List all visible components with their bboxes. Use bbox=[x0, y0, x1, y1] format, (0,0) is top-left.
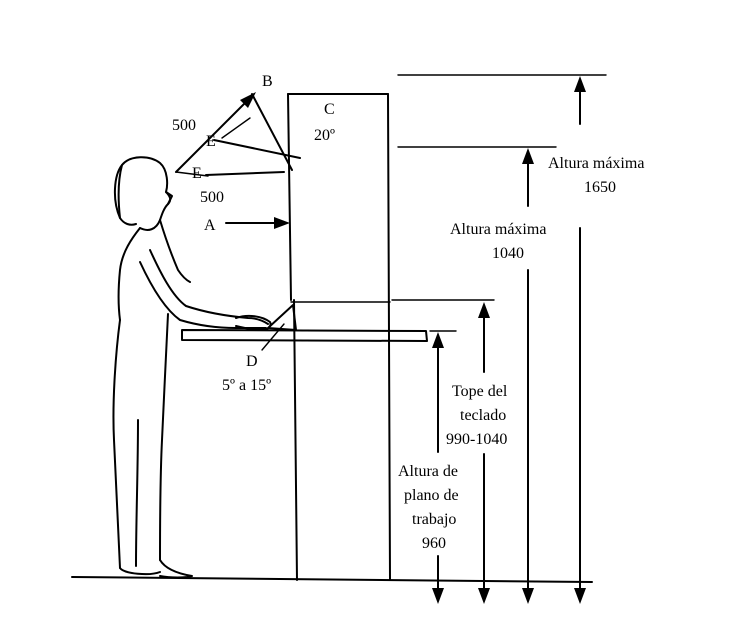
dim-keyboard-line3: 990-1040 bbox=[446, 431, 507, 448]
label-c: C bbox=[324, 101, 335, 118]
label-a: A bbox=[204, 217, 216, 234]
label-dist-lower: 500 bbox=[200, 189, 224, 206]
dim-1040-line1: Altura máxima bbox=[450, 221, 546, 238]
label-dist-upper: 500 bbox=[172, 117, 196, 134]
dimension-work-plane bbox=[429, 330, 457, 604]
dim-keyboard-line2: teclado bbox=[460, 407, 506, 424]
label-e-lower: E bbox=[192, 165, 202, 182]
equipment-cabinet bbox=[287, 93, 391, 581]
dimension-max-height-1040 bbox=[397, 146, 557, 604]
keyboard bbox=[267, 304, 297, 331]
dim-keyboard-line1: Tope del bbox=[452, 383, 508, 400]
dim-1650-line2: 1650 bbox=[584, 179, 616, 196]
dim-work-line3: trabajo bbox=[412, 511, 456, 528]
label-d: D bbox=[246, 353, 258, 370]
dim-work-line2: plano de bbox=[404, 487, 459, 504]
dim-work-line4: 960 bbox=[422, 535, 446, 552]
viewing-geometry bbox=[175, 92, 301, 177]
work-surface bbox=[181, 329, 428, 342]
marker-a-arrow bbox=[225, 217, 290, 229]
dimension-keyboard-top bbox=[391, 299, 495, 604]
dimension-max-height-1650 bbox=[397, 74, 607, 604]
label-e-upper: E bbox=[206, 133, 216, 150]
label-b: B bbox=[262, 73, 273, 90]
label-c-angle: 20º bbox=[314, 127, 335, 144]
label-d-angle: 5º a 15º bbox=[222, 377, 271, 394]
marker-d-leader bbox=[261, 323, 285, 351]
floor-line bbox=[71, 576, 593, 583]
operator-figure bbox=[112, 156, 272, 579]
dim-1040-line2: 1040 bbox=[492, 245, 524, 262]
dim-work-line1: Altura de bbox=[398, 463, 458, 480]
dim-1650-line1: Altura máxima bbox=[548, 155, 644, 172]
